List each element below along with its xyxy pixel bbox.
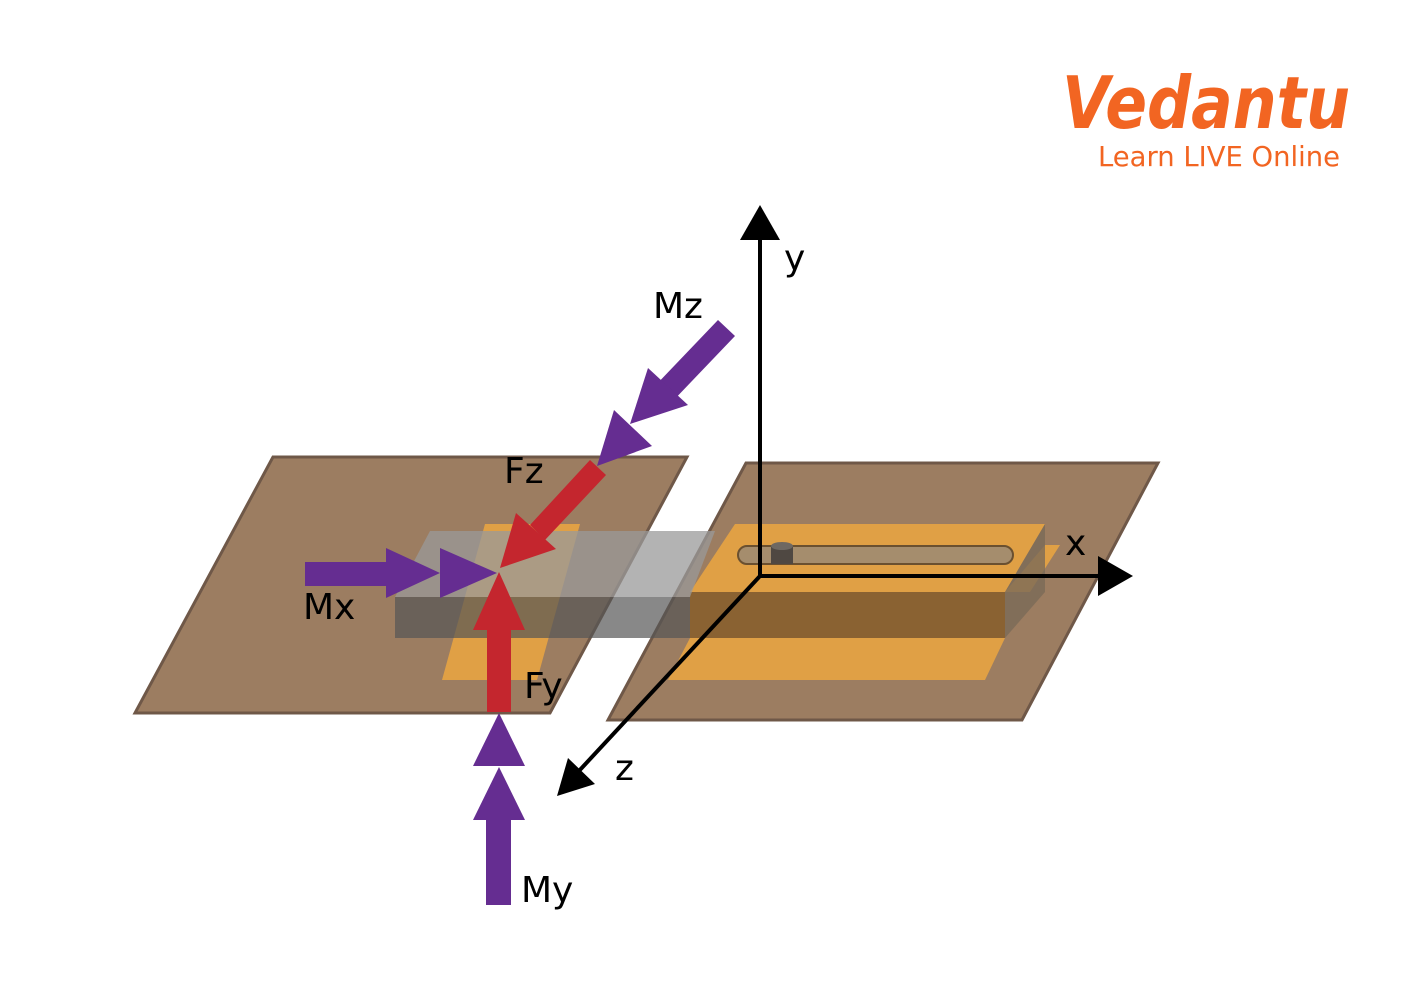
mx-moment-arrow <box>305 548 497 598</box>
y-axis-label: y <box>784 238 805 279</box>
right-pad-lower <box>668 638 1005 680</box>
logo-brand: Vedantu <box>1062 61 1350 145</box>
x-axis-arrowhead <box>1098 556 1133 596</box>
logo-tagline: Learn LIVE Online <box>1098 140 1340 173</box>
fy-label: Fy <box>524 666 563 707</box>
z-axis-label: z <box>615 748 634 789</box>
vedantu-logo: Vedantu Learn LIVE Online <box>1062 61 1350 173</box>
x-axis-label: x <box>1065 523 1086 564</box>
mz-label: Mz <box>653 286 703 327</box>
right-block-front <box>690 592 1005 638</box>
mz-moment-arrow <box>597 320 735 466</box>
z-axis-arrowhead <box>557 758 595 796</box>
my-label: My <box>521 870 573 911</box>
y-axis-arrowhead <box>740 205 780 240</box>
fz-label: Fz <box>504 451 544 492</box>
beam-front <box>395 597 690 638</box>
right-block-side <box>1005 524 1045 638</box>
axes <box>576 235 1105 774</box>
slot <box>737 545 1014 565</box>
fz-force-arrow <box>500 460 606 568</box>
my-moment-arrow <box>473 713 525 905</box>
peg <box>771 546 793 564</box>
peg-top <box>771 542 793 550</box>
fy-force-arrow <box>473 572 525 712</box>
mx-label: Mx <box>303 587 355 628</box>
